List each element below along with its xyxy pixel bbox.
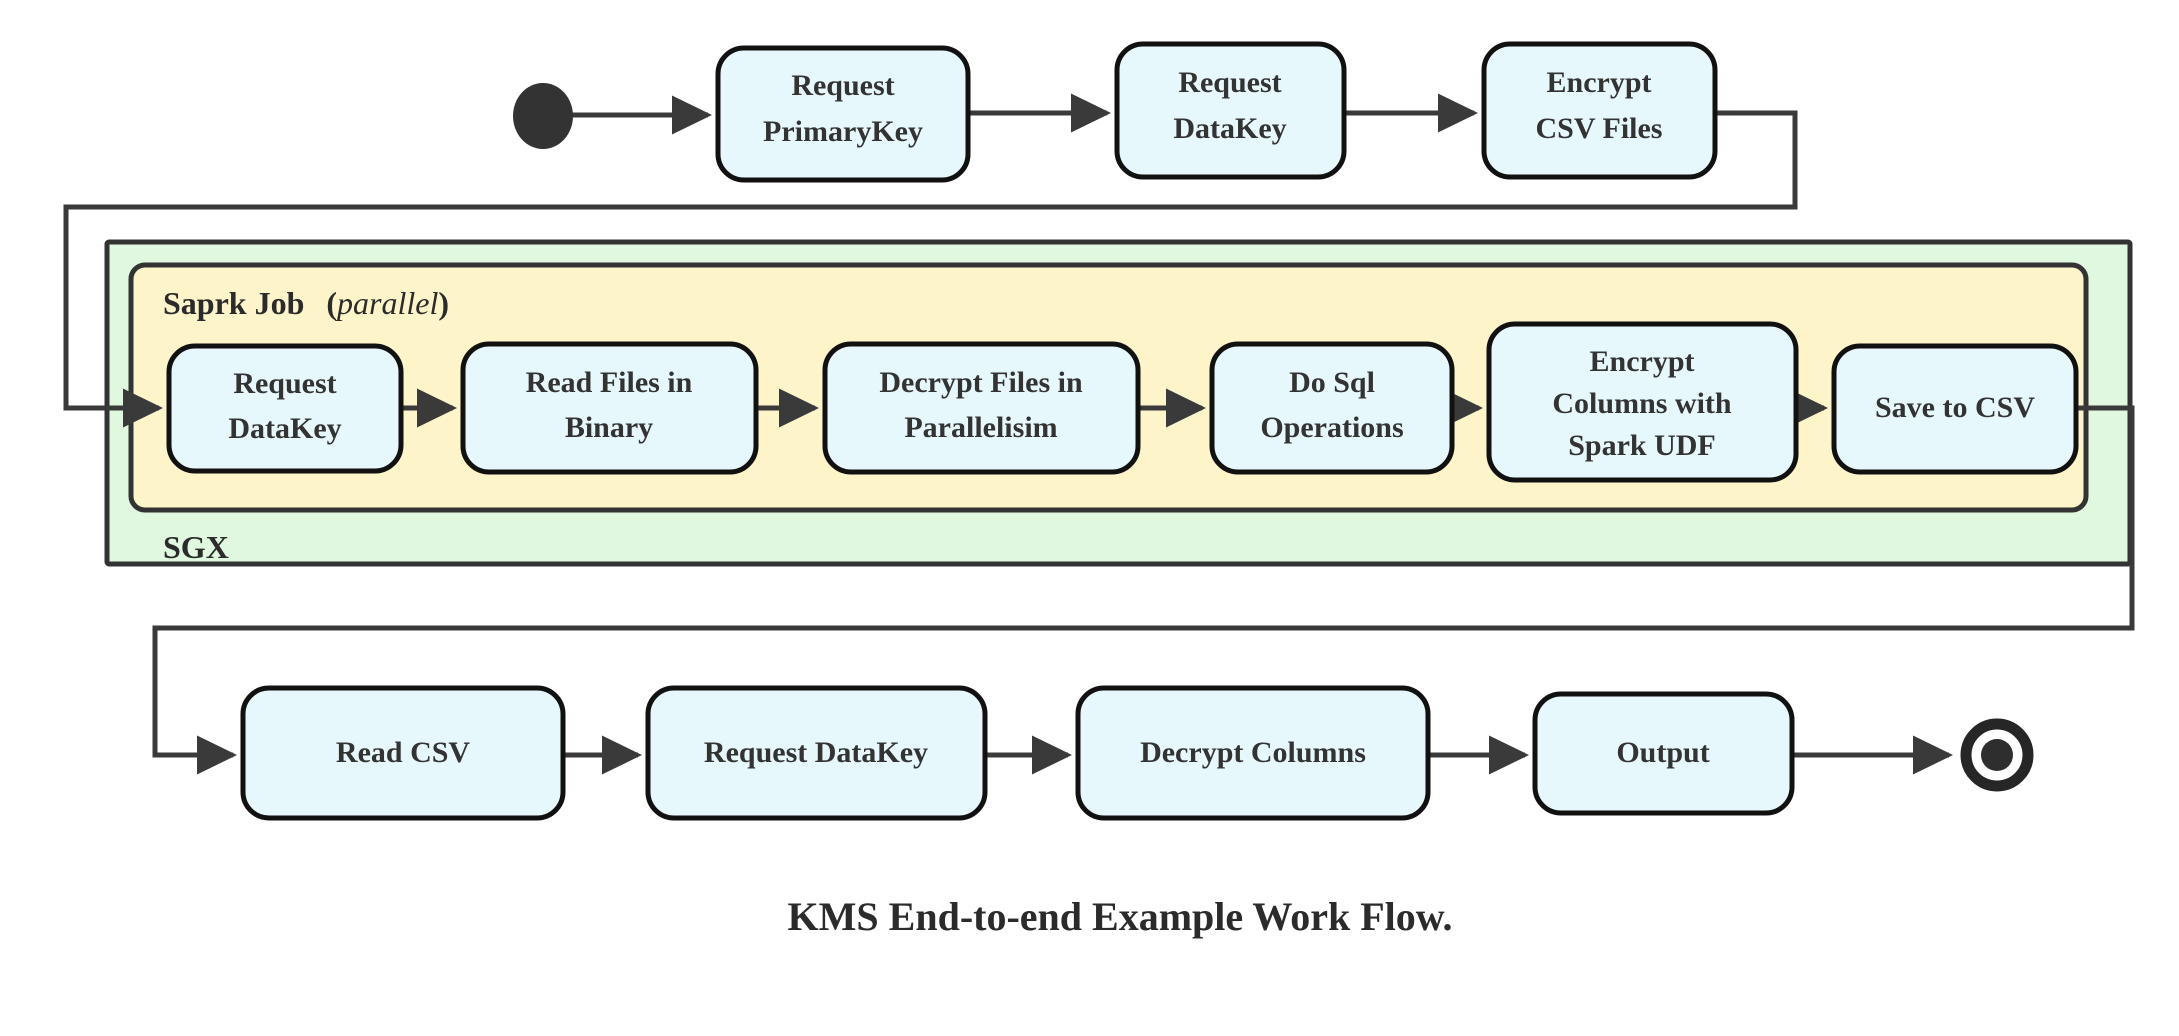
node-read-files-in-binary-label-line2: Binary [565,411,653,444]
node-encrypt-columns-with-spark-udf-box[interactable] [1486,321,1799,483]
node-read-csv-label: Read CSV [336,736,471,769]
spark-job-group-label-italic: parallel [335,285,438,321]
node-request-datakey-bottom-box[interactable] [645,685,988,821]
node-encrypt-csv-files-label-line2: CSV Files [1536,112,1663,145]
node-request-datakey-bottom[interactable]: Request DataKey [645,685,988,821]
node-do-sql-operations[interactable]: Do Sql Operations [1209,341,1455,475]
spark-job-group-label-paren-close: ) [438,285,449,321]
node-output-label: Output [1616,736,1709,769]
node-request-datakey-spark-label-line1: Request [233,367,336,400]
node-request-datakey-top-box[interactable] [1114,41,1347,180]
node-encrypt-columns-with-spark-udf-label-line3: Spark UDF [1568,429,1716,462]
node-request-datakey-spark-box[interactable] [166,343,404,474]
node-encrypt-columns-with-spark-udf[interactable]: Encrypt Columns with Spark UDF [1486,321,1799,483]
node-encrypt-csv-files[interactable]: Encrypt CSV Files [1481,41,1718,180]
node-request-datakey-top-label-line2: DataKey [1173,112,1286,145]
node-output[interactable]: Output [1532,691,1795,816]
node-save-to-csv[interactable]: Save to CSV [1831,343,2079,475]
connector-save-csv-to-read-csv [152,405,2135,775]
node-encrypt-columns-with-spark-udf-label-line1: Encrypt [1590,345,1695,378]
connector-encrypt-csv-to-spark-datakey [63,110,1798,428]
node-decrypt-files-in-parallelisim-label-line2: Parallelisim [904,411,1057,444]
node-request-datakey-spark-label-line2: DataKey [228,412,341,445]
node-read-files-in-binary-label-line1: Read Files in [526,366,693,399]
spark-job-group-label-paren-open: ( [326,285,337,321]
node-do-sql-operations-box[interactable] [1209,341,1455,475]
node-request-primarykey-box[interactable] [715,45,971,183]
node-request-datakey-top-label-line1: Request [1178,66,1281,99]
node-decrypt-files-in-parallelisim-label-line1: Decrypt Files in [879,366,1083,399]
diagram-caption: KMS End-to-end Example Work Flow. [788,894,1453,939]
node-encrypt-csv-files-label-line1: Encrypt [1547,66,1652,99]
node-encrypt-columns-with-spark-udf-label-line2: Columns with [1552,387,1732,420]
node-request-primarykey-label-line1: Request [791,69,894,102]
start-state-icon [513,83,573,149]
node-encrypt-csv-files-box[interactable] [1481,41,1718,180]
node-read-csv-box[interactable] [240,685,566,821]
node-do-sql-operations-label-line1: Do Sql [1289,366,1375,399]
node-decrypt-columns[interactable]: Decrypt Columns [1075,685,1431,821]
node-do-sql-operations-label-line2: Operations [1260,411,1403,444]
node-output-box[interactable] [1532,691,1795,816]
final-state-dot-icon [1981,739,2013,771]
sgx-group-label: SGX [163,529,229,565]
node-request-datakey-top[interactable]: Request DataKey [1114,41,1347,180]
node-request-datakey-spark[interactable]: Request DataKey [166,343,404,474]
node-decrypt-files-in-parallelisim[interactable]: Decrypt Files in Parallelisim [822,341,1141,475]
node-decrypt-columns-box[interactable] [1075,685,1431,821]
node-read-csv[interactable]: Read CSV [240,685,566,821]
node-request-primarykey[interactable]: Request PrimaryKey [715,45,971,183]
node-read-files-in-binary-box[interactable] [460,341,759,475]
spark-job-group-label: Saprk Job (parallel) [163,285,449,321]
node-save-to-csv-label: Save to CSV [1875,391,2035,424]
node-read-files-in-binary[interactable]: Read Files in Binary [460,341,759,475]
node-request-datakey-bottom-label: Request DataKey [704,736,928,769]
node-request-primarykey-label-line2: PrimaryKey [763,115,923,148]
node-decrypt-columns-label: Decrypt Columns [1140,736,1366,769]
node-save-to-csv-box[interactable] [1831,343,2079,475]
node-decrypt-files-in-parallelisim-box[interactable] [822,341,1141,475]
spark-job-group-label-main: Saprk Job [163,285,304,321]
